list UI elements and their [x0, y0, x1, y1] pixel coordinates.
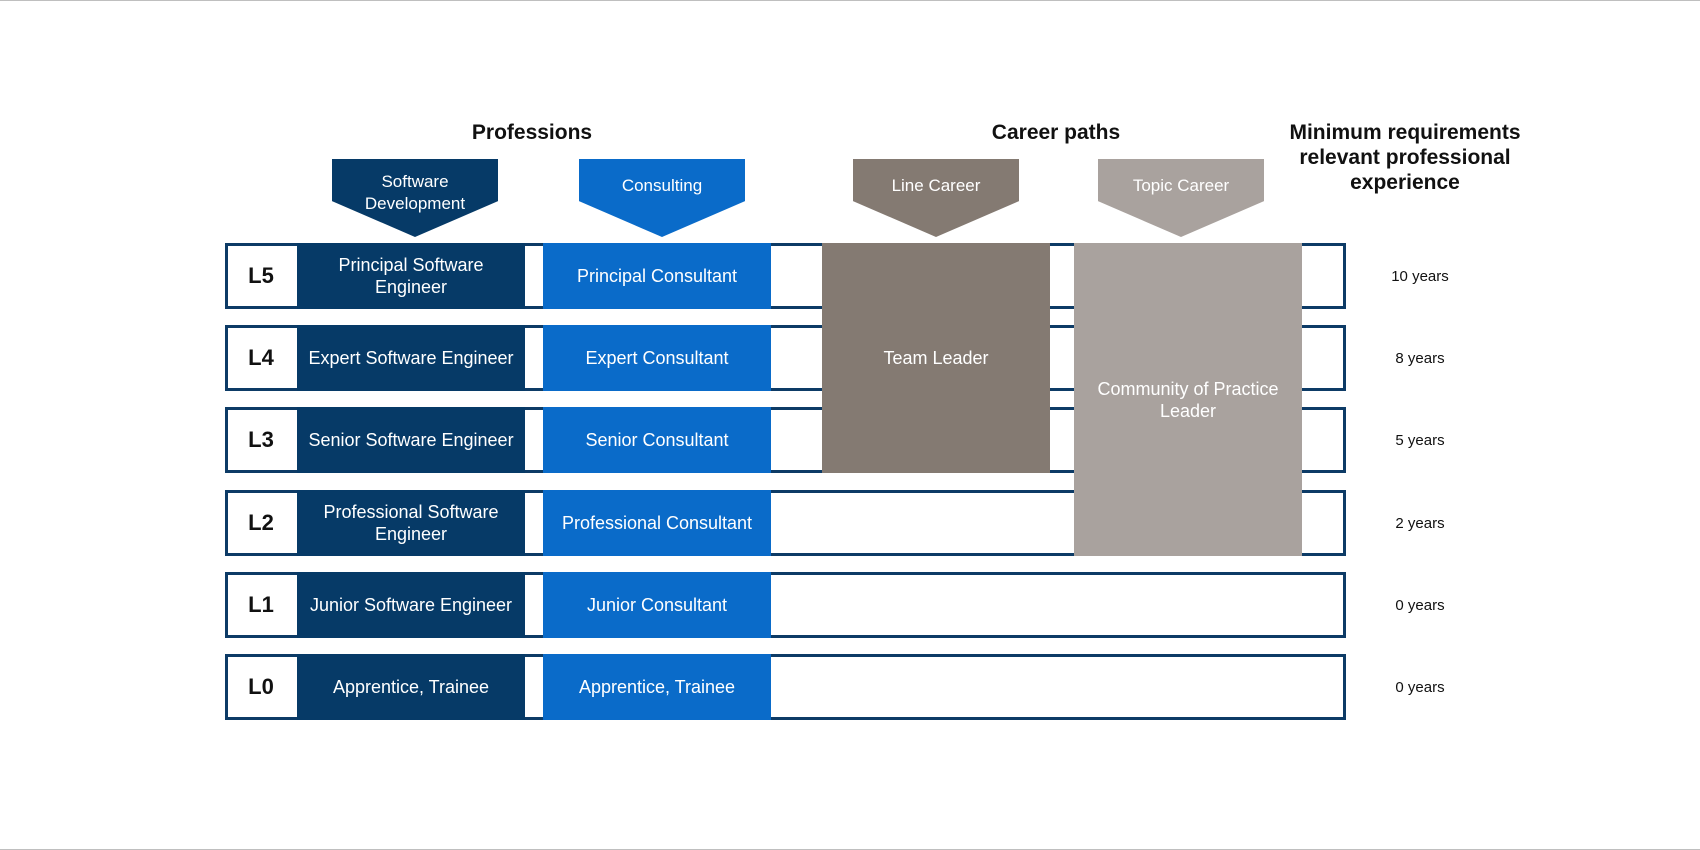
- level-label: L3: [248, 427, 274, 452]
- line-career-arrow: Line Career: [853, 159, 1019, 237]
- community-of-practice-leader-box: Community of Practice Leader: [1074, 243, 1302, 556]
- years-requirement: 2 years: [1395, 514, 1445, 532]
- software-role-cell: Professional Software Engineer: [297, 490, 525, 556]
- years-requirement: 5 years: [1395, 431, 1445, 449]
- consulting-role-cell: Senior Consultant: [543, 407, 771, 473]
- level-label: L2: [248, 510, 274, 535]
- consulting-role-cell: Expert Consultant: [543, 325, 771, 391]
- line-career-label: Line Career: [891, 176, 981, 195]
- topic-career-label: Topic Career: [1132, 176, 1230, 195]
- min-requirements-header: Minimum requirements relevant profession…: [1289, 121, 1521, 194]
- years-requirement: 8 years: [1395, 349, 1445, 367]
- software-role-cell: Apprentice, Trainee: [297, 654, 525, 720]
- software-role-cell: Principal Software Engineer: [297, 243, 525, 309]
- consulting-role-cell: Professional Consultant: [543, 490, 771, 556]
- topic-career-arrow: Topic Career: [1098, 159, 1264, 237]
- level-label: L5: [248, 263, 274, 288]
- professions-header: Professions: [471, 121, 593, 144]
- level-label: L1: [248, 592, 274, 617]
- career-paths-header: Career paths: [991, 121, 1121, 144]
- software-development-arrow: Software Development: [332, 159, 498, 237]
- consulting-role-cell: Junior Consultant: [543, 572, 771, 638]
- years-requirement: 0 years: [1395, 678, 1445, 696]
- level-label: L0: [248, 674, 274, 699]
- software-development-label: Software Development: [364, 172, 466, 213]
- years-requirement: 10 years: [1391, 267, 1449, 285]
- consulting-arrow: Consulting: [579, 159, 745, 237]
- level-label: L4: [248, 345, 274, 370]
- consulting-role-cell: Apprentice, Trainee: [543, 654, 771, 720]
- team-leader-box: Team Leader: [822, 243, 1050, 473]
- years-requirement: 0 years: [1395, 596, 1445, 614]
- consulting-role-cell: Principal Consultant: [543, 243, 771, 309]
- consulting-label: Consulting: [621, 176, 703, 195]
- software-role-cell: Junior Software Engineer: [297, 572, 525, 638]
- software-role-cell: Expert Software Engineer: [297, 325, 525, 391]
- software-role-cell: Senior Software Engineer: [297, 407, 525, 473]
